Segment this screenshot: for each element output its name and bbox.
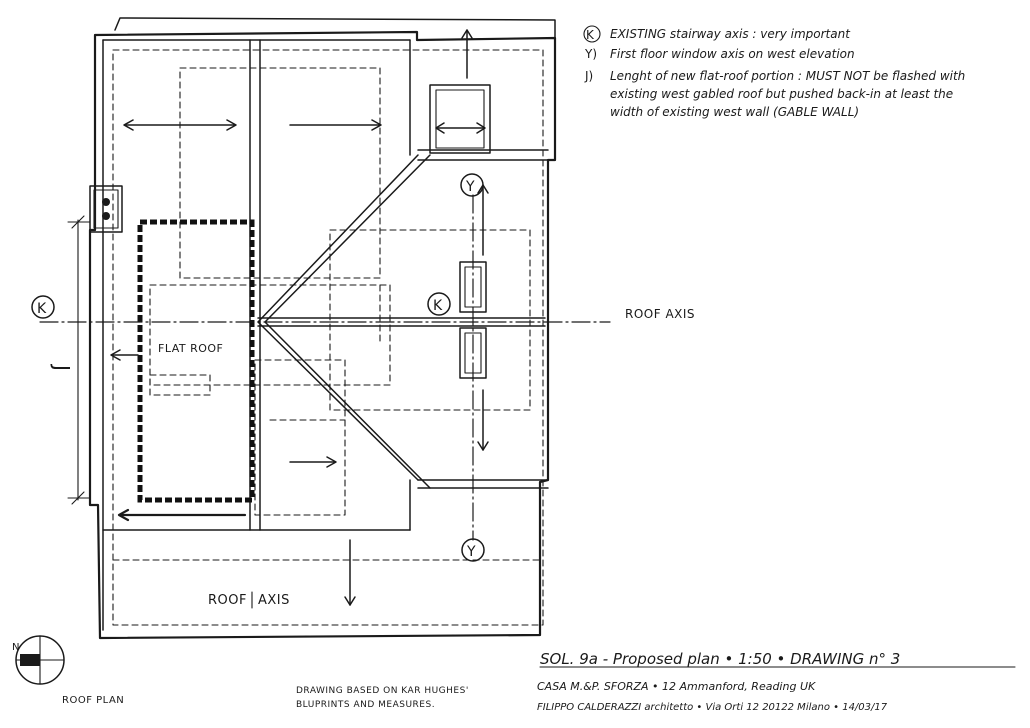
k-marker-center-label: K [433,298,443,314]
j-dimension-label: J [50,363,74,371]
note-j-line2: existing west gabled roof but pushed bac… [610,87,953,101]
k-marker-center: K [427,292,451,316]
drawing-title: SOL. 9a - Proposed plan • 1:50 • DRAWING… [540,650,900,668]
j-dimension [67,215,91,505]
y-marker-bottom: Y [461,538,485,562]
project-address: CASA M.&P. SFORZA • 12 Ammanford, Readin… [537,680,816,693]
dormer [429,84,491,154]
architect-credit: FILIPPO CALDERAZZI architetto • Via Orti… [537,702,888,713]
roof-axis-label-right: ROOF AXIS [625,307,695,321]
flat-roof-area [137,219,255,503]
dashed-walls [112,49,544,626]
k-marker-left-label: K [37,301,47,317]
flat-roof-label: FLAT ROOF [158,342,223,355]
y-marker-top: Y [460,173,484,197]
note-y-key: Y) [584,47,597,61]
chimney [89,185,123,233]
note-k-key: K [586,28,595,42]
based-on-line2: BLUPRINTS AND MEASURES. [296,700,435,710]
y-marker-bottom-label: Y [466,544,476,560]
y-marker-top-label: Y [465,179,475,195]
slope-arrows [110,29,489,606]
note-j-line3: width of existing west wall (GABLE WALL) [610,105,859,119]
note-j-key: J) [584,69,593,83]
roof-axis-label-bottom-b: AXIS [258,593,290,608]
note-j-line1: Lenght of new flat-roof portion : MUST N… [610,69,965,83]
k-marker-left: K [31,295,55,319]
note-k-text: EXISTING stairway axis : very important [610,27,851,41]
roof-plan-caption: ROOF PLAN [62,695,124,706]
north-letter: N [12,642,19,653]
based-on-line1: DRAWING BASED ON KAR HUGHES' [296,686,469,696]
north-arrow: N [12,635,65,685]
notes: K EXISTING stairway axis : very importan… [583,25,965,119]
note-y-text: First floor window axis on west elevatio… [610,47,855,61]
roof-axis-label-bottom-a: ROOF [208,593,247,608]
